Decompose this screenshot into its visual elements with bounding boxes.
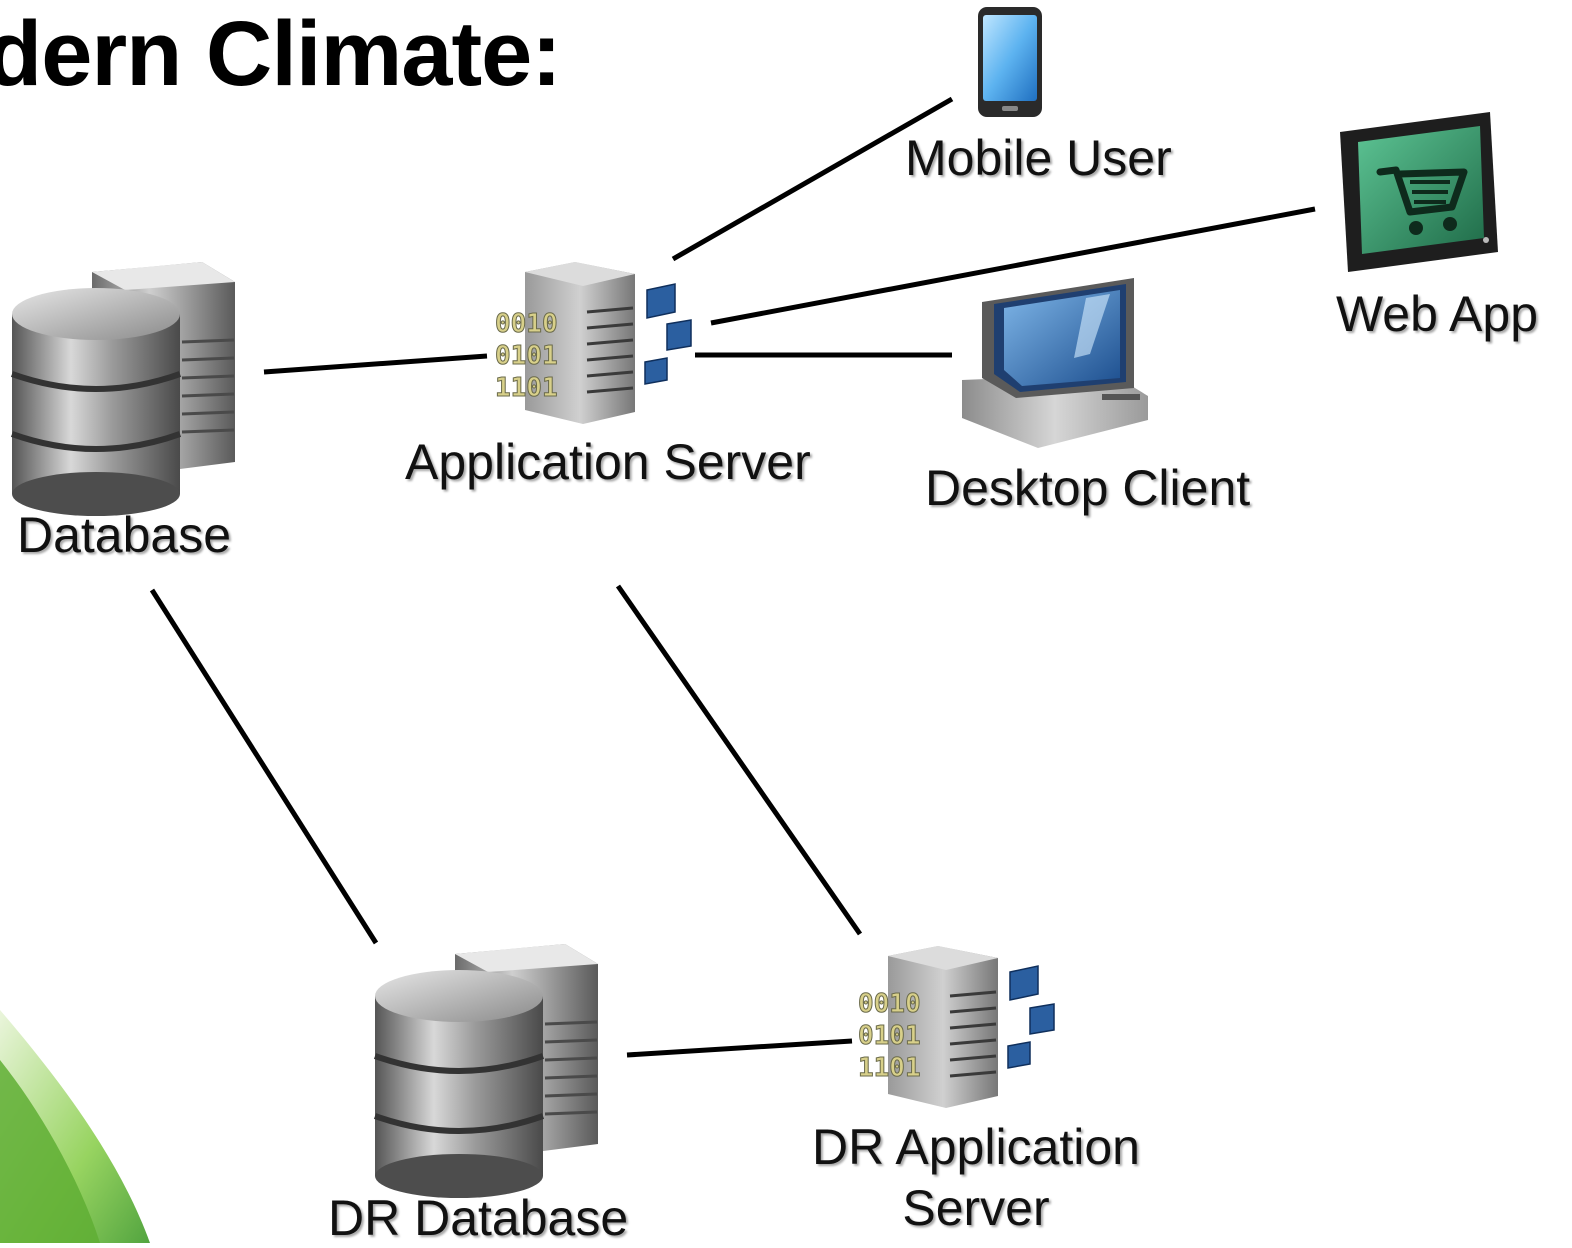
decorative-swoosh: [0, 1010, 150, 1243]
link-drdatabase-drappserver: [626, 1038, 853, 1058]
link-database-drdatabase: [149, 588, 379, 945]
database-label: Database: [17, 507, 232, 563]
binary-line-2: 0101: [495, 341, 558, 371]
application-server-label: Application Server: [405, 434, 811, 490]
slide-title: dern Climate:: [0, 3, 562, 105]
binary-line-1: 0010: [495, 309, 558, 339]
connectors: [149, 96, 1316, 1058]
application-server-icon: 0010 0101 1101: [858, 946, 1055, 1108]
database-server-icon: [10, 262, 235, 516]
binary-line-3: 1101: [495, 373, 558, 403]
link-database-appserver: [263, 353, 488, 375]
binary-line-2: 0101: [858, 1021, 921, 1051]
web-app-label: Web App: [1336, 286, 1539, 342]
link-appserver-drappserver: [615, 584, 863, 936]
desktop-client-label: Desktop Client: [925, 460, 1251, 516]
binary-line-3: 1101: [858, 1053, 921, 1083]
desktop-computer-icon: [962, 278, 1148, 448]
binary-line-1: 0010: [858, 989, 921, 1019]
link-appserver-webapp: [710, 206, 1316, 326]
dr-application-server-label-line1: DR Application: [812, 1119, 1140, 1175]
mobile-phone-icon: [978, 7, 1042, 117]
application-server-icon: 0010 0101 1101: [495, 262, 692, 424]
dr-database-label: DR Database: [328, 1190, 629, 1246]
mobile-user-label: Mobile User: [905, 130, 1172, 186]
link-appserver-mobile: [671, 96, 954, 262]
shopping-cart-monitor-icon: [1340, 112, 1498, 272]
database-server-icon: [373, 944, 598, 1198]
dr-application-server-label-line2: Server: [902, 1180, 1050, 1236]
